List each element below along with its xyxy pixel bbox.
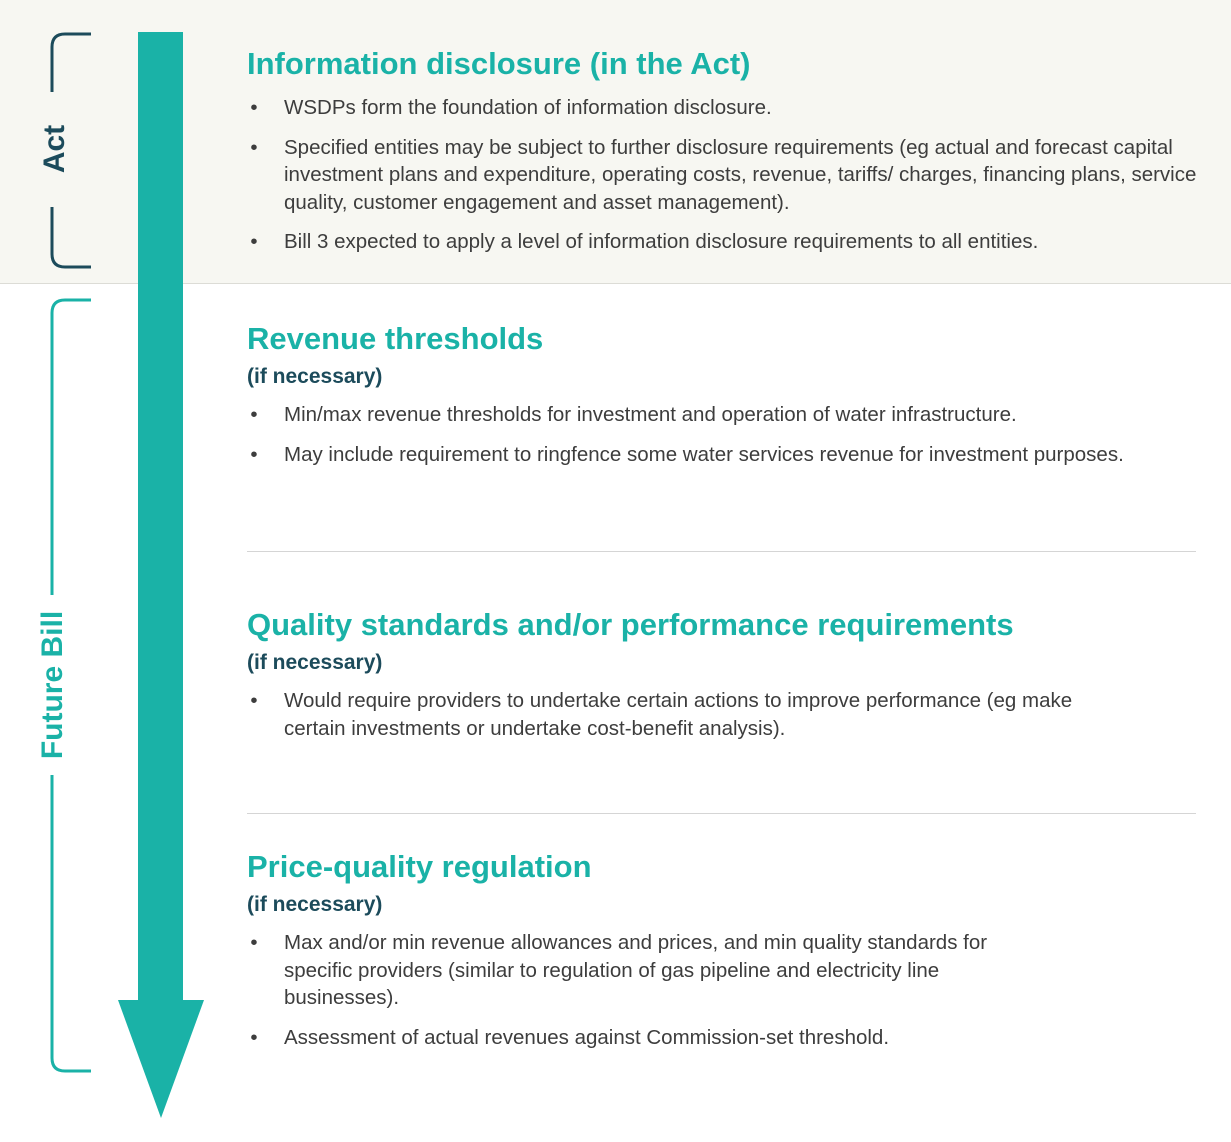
list-item: • Min/max revenue thresholds for investme…	[247, 401, 1197, 429]
bullet-icon: •	[250, 689, 258, 712]
bullet-list: • Max and/or min revenue allowances and p…	[247, 929, 1197, 1051]
section-qualifier: (if necessary)	[247, 651, 383, 674]
list-item: • Specified entities may be subject to fu…	[247, 134, 1197, 217]
future-bill-label: Future Bill	[36, 610, 69, 760]
section-qualifier: (if necessary)	[247, 365, 383, 388]
bullet-icon: •	[250, 230, 258, 253]
arrow-shaft	[138, 32, 183, 1002]
bullet-list: • Would require providers to undertake ce…	[247, 687, 1197, 742]
arrow-head	[118, 1000, 204, 1118]
list-item-text: Min/max revenue thresholds for investmen…	[284, 403, 1017, 426]
section-information-disclosure: Information disclosure (in the Act) • WSD…	[247, 44, 1197, 268]
section-title: Information disclosure (in the Act)	[247, 46, 751, 81]
list-item-text: Max and/or min revenue allowances and pr…	[284, 931, 988, 1009]
section-quality-standards: Quality standards and/or performance req…	[247, 605, 1197, 754]
section-qualifier: (if necessary)	[247, 893, 383, 916]
list-item-text: May include requirement to ringfence som…	[284, 442, 1124, 466]
list-item-text: Assessment of actual revenues against Co…	[284, 1025, 890, 1049]
list-item-text: Would require providers to undertake cer…	[284, 689, 1073, 740]
bullet-icon: •	[250, 96, 258, 119]
list-item: • Assessment of actual revenues against C…	[247, 1024, 1054, 1052]
list-item: • Would require providers to undertake ce…	[247, 687, 1084, 742]
list-item: • May include requirement to ringfence so…	[247, 441, 1197, 469]
list-item: • Bill 3 expected to apply a level of inf…	[247, 228, 1197, 256]
section-price-quality-regulation: Price-quality regulation (if necessary) …	[247, 847, 1197, 1063]
section-title: Price-quality regulation	[247, 849, 592, 884]
bullet-icon: •	[250, 403, 258, 426]
list-item: • Max and/or min revenue allowances and p…	[247, 929, 1054, 1012]
act-label: Act	[38, 124, 71, 174]
list-item: • WSDPs form the foundation of informatio…	[247, 94, 1197, 122]
bullet-icon: •	[250, 931, 258, 954]
list-item-text: Bill 3 expected to apply a level of info…	[284, 230, 1039, 253]
bullet-icon: •	[250, 135, 258, 159]
act-bracket	[50, 32, 91, 269]
act-background-band	[0, 0, 1231, 284]
future-bill-bracket	[50, 298, 91, 1073]
section-divider	[247, 813, 1196, 814]
bullet-icon: •	[250, 1025, 258, 1049]
section-revenue-thresholds: Revenue thresholds (if necessary) • Min/m…	[247, 319, 1197, 480]
bullet-list: • Min/max revenue thresholds for investme…	[247, 401, 1197, 468]
list-item-text: WSDPs form the foundation of information…	[284, 96, 772, 119]
bullet-list: • WSDPs form the foundation of informatio…	[247, 94, 1197, 256]
section-title: Quality standards and/or performance req…	[247, 607, 1014, 642]
section-title: Revenue thresholds	[247, 321, 544, 356]
section-divider	[247, 551, 1196, 552]
bullet-icon: •	[250, 442, 258, 466]
list-item-text: Specified entities may be subject to fur…	[284, 135, 1197, 214]
